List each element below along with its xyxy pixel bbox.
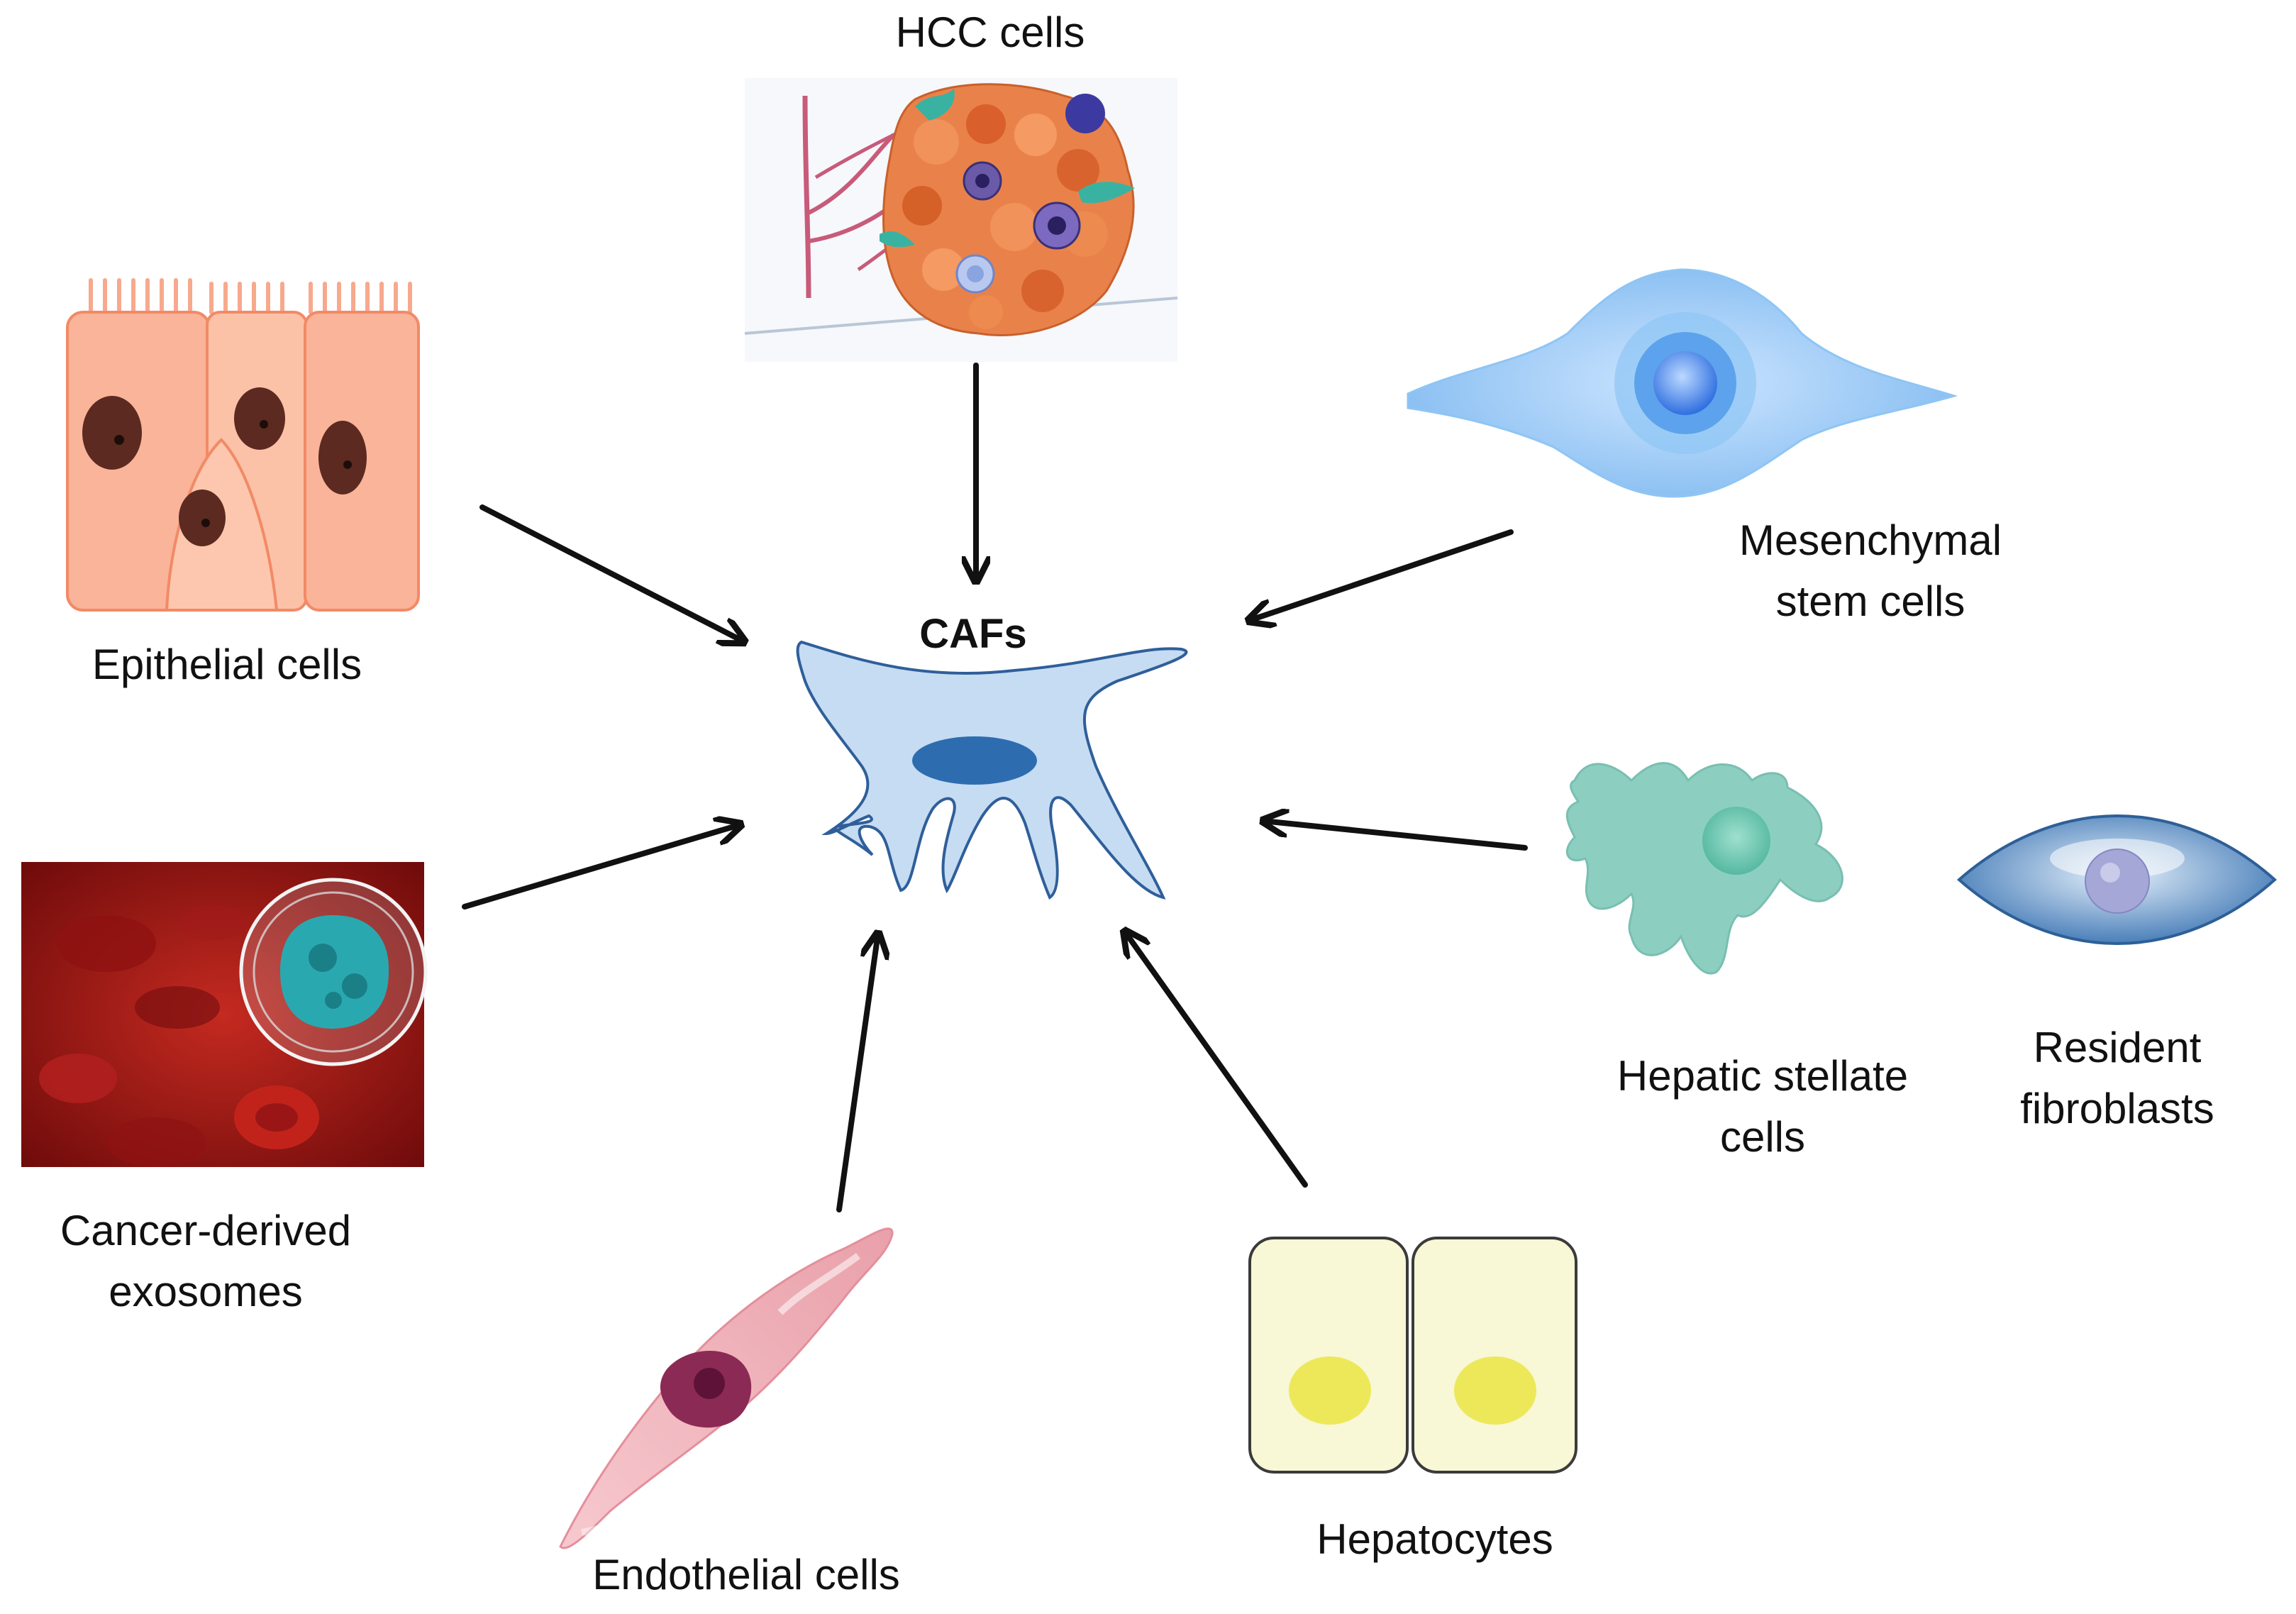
exosomes-label-line2: exosomes <box>109 1268 302 1315</box>
resident-label-line1: Resident <box>2034 1024 2202 1071</box>
arrow-stellate-to-cafs <box>1263 821 1528 851</box>
exosomes-illustration <box>21 862 428 1167</box>
stellate-label-line1: Hepatic stellate <box>1617 1052 1908 1100</box>
endothelial-label: Endothelial cells <box>592 1551 900 1598</box>
msc-label-line1: Mesenchymal <box>1739 516 2002 564</box>
caf-cell <box>796 640 1188 900</box>
arrow-exosomes-to-cafs <box>462 824 741 910</box>
hepatic-stellate-cells-illustration <box>1565 762 1843 975</box>
caf-nucleus <box>912 736 1037 785</box>
endothelial-cells-illustration <box>559 1227 894 1549</box>
epithelial-cells-label: Epithelial cells <box>92 641 362 688</box>
exosomes-label-line1: Cancer-derived <box>60 1207 351 1254</box>
resident-label-line2: fibroblasts <box>2020 1085 2214 1132</box>
hepatocytes-illustration <box>1248 1237 1577 1474</box>
hcc-cells-illustration <box>744 78 1178 362</box>
arrow-epithelial-to-cafs <box>479 504 745 642</box>
mesenchymal-stem-cells-illustration <box>1407 268 1958 498</box>
msc-label-line2: stem cells <box>1776 577 1965 625</box>
arrow-endothelial-to-cafs <box>836 933 878 1212</box>
stellate-label-line2: cells <box>1720 1113 1805 1161</box>
hepatocytes-label: Hepatocytes <box>1316 1515 1553 1563</box>
epithelial-cells-illustration <box>66 278 420 612</box>
arrow-msc-to-cafs <box>1248 529 1514 621</box>
resident-fibroblasts-illustration <box>1956 814 2277 946</box>
hcc-cells-label: HCC cells <box>896 9 1085 56</box>
cafs-label: CAFs <box>919 611 1027 657</box>
arrow-hepatocytes-to-cafs <box>1124 931 1308 1188</box>
